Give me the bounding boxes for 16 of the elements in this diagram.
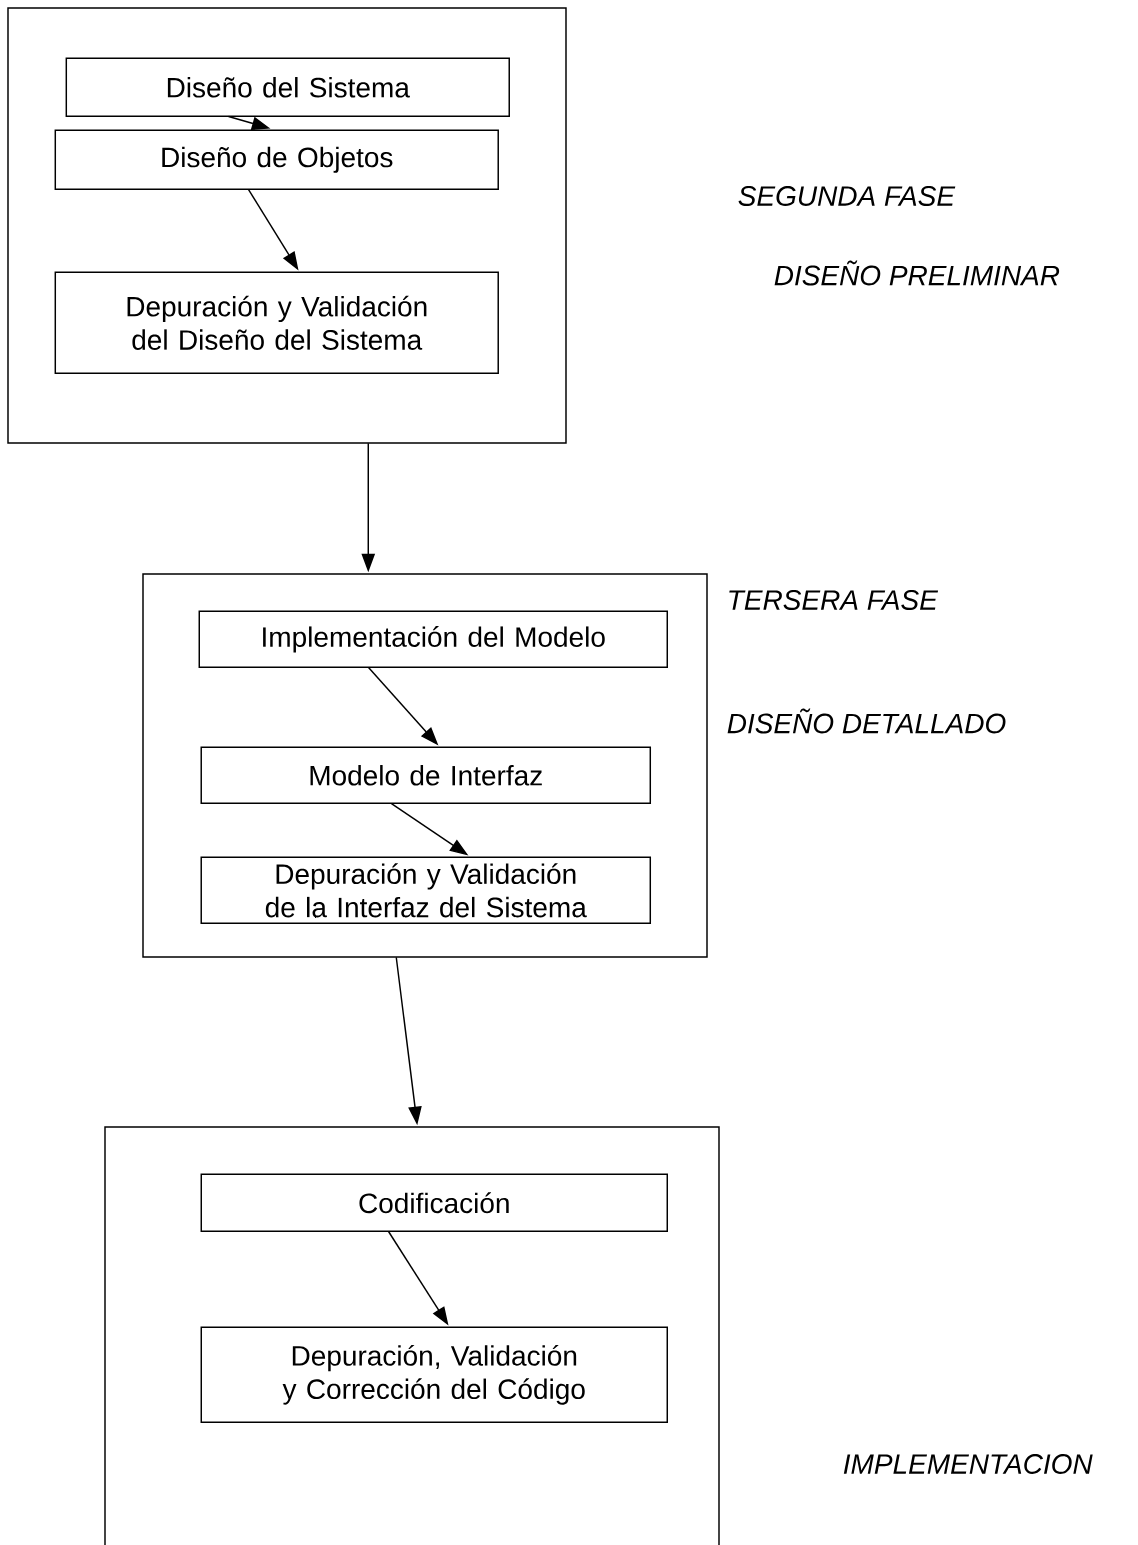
process-box: Diseño del Sistema [65, 57, 510, 118]
process-box: Depuración, Validación y Corrección del Código [200, 1326, 668, 1423]
process-box: Depuración y Validación del Diseño del Sistema [54, 271, 499, 375]
phase-label: SEGUNDA FASE [738, 186, 956, 206]
process-box: Codificación [200, 1173, 668, 1233]
phase-frame [104, 1126, 720, 1545]
phase-label: TERSERA FASE [729, 590, 939, 610]
process-box: Diseño de Objetos [54, 129, 499, 190]
phase-frame [142, 573, 708, 958]
phase-label: IMPLEMENTACION [843, 1454, 1093, 1474]
phase-label: DISEÑO DETALLADO [727, 708, 1006, 734]
process-box: Modelo de Interfaz [200, 746, 652, 805]
phase-frame [7, 7, 567, 444]
process-box: Implementación del Modelo [198, 610, 668, 669]
phase-label: DISEÑO PRELIMINAR [774, 260, 1060, 286]
process-box: Depuración y Validación de la Interfaz del Sistema [200, 856, 652, 925]
